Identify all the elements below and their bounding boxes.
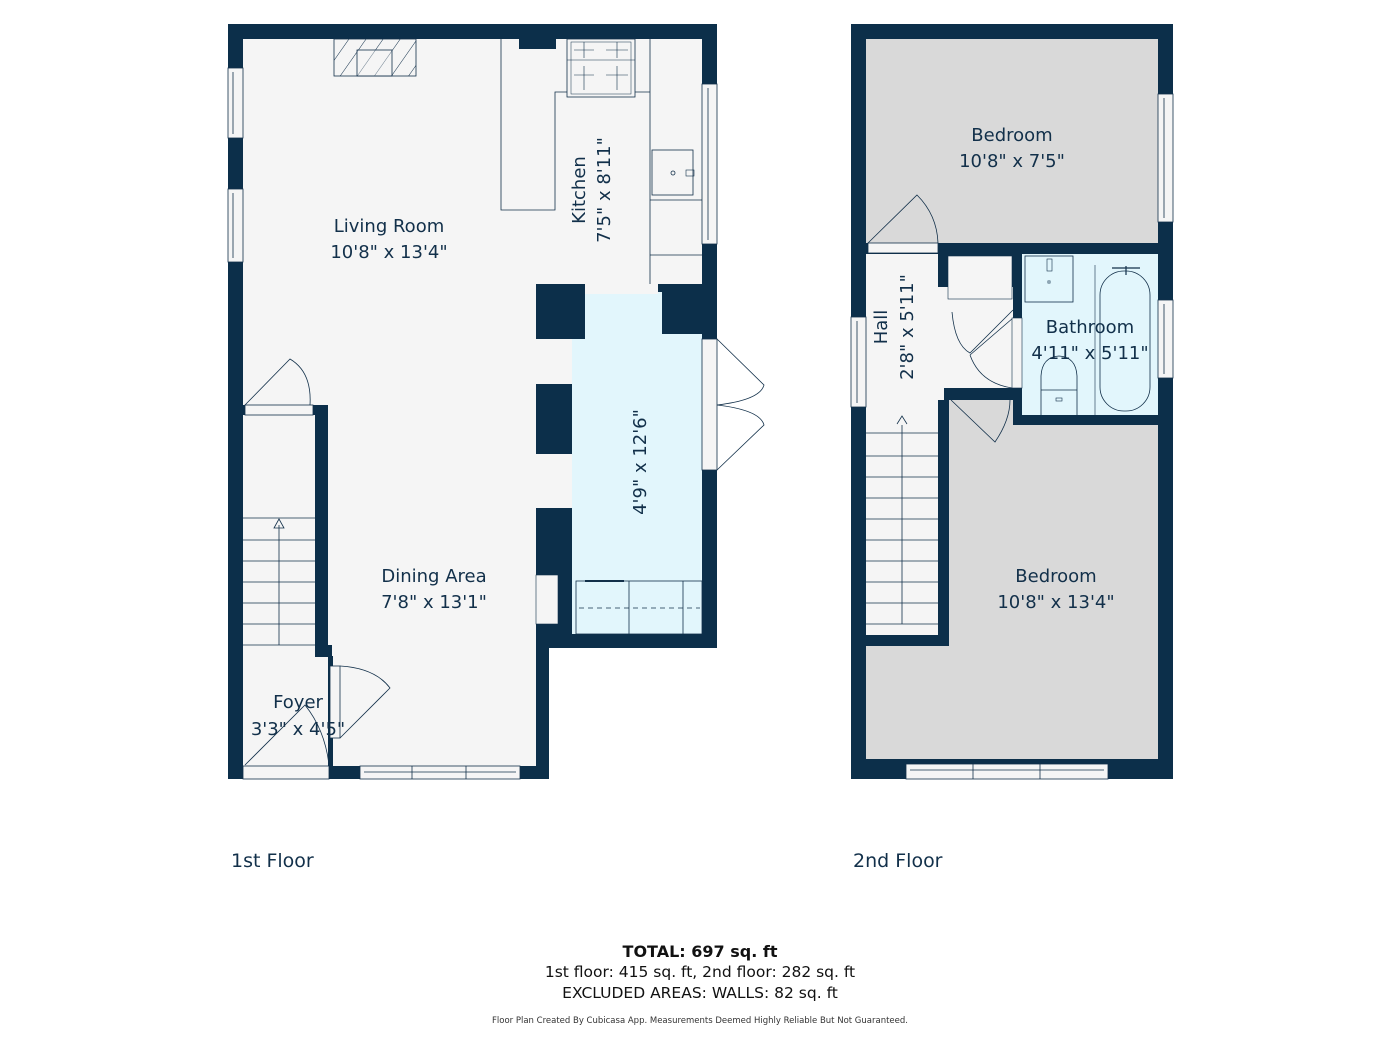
front-door-icon [242,704,330,780]
bedroom-bottom-name: Bedroom [1015,566,1096,587]
dining-area-name: Dining Area [381,566,486,587]
stair-door-icon [244,358,314,416]
excluded-areas: EXCLUDED AREAS: WALLS: 82 sq. ft [562,984,838,1002]
staircase-icon [866,415,938,625]
living-room-name: Living Room [334,216,445,237]
bathroom-name: Bathroom [1046,317,1134,338]
bedroom-door-icon [867,194,939,254]
fireplace-icon [333,38,417,77]
kitchen-sink-icon [651,149,695,196]
foyer-floor [243,645,330,766]
foyer-name: Foyer [273,692,323,713]
bathroom-dims: 4'11" x 5'11" [1031,343,1148,364]
kitchen-dims: 7'5" x 8'11" [594,137,615,243]
bedroom-bottom-floor [866,400,1158,759]
living-room-dims: 10'8" x 13'4" [330,242,447,263]
bedroom-top-name: Bedroom [971,125,1052,146]
bedroom-top-dims: 10'8" x 7'5" [959,151,1065,172]
bathtub-icon [1099,266,1151,412]
kitchen-counter [500,39,651,284]
bathroom-sink-icon [1024,255,1074,303]
dining-area-dims: 7'8" x 13'1" [381,592,487,613]
second-floor-label: 2nd Floor [853,850,943,872]
utility-cabinets [575,580,703,635]
toilet-icon [1040,355,1078,415]
living-dining-floor [243,39,702,766]
second-floor-plan: Bedroom 10'8" x 7'5" Hall 2'8" x 5'11" B… [850,24,1174,780]
bedroom-bottom-dims: 10'8" x 13'4" [997,592,1114,613]
foyer-dims: 3'3" x 4'5" [251,719,345,740]
utility-room-dims: 4'9" x 12'6" [630,409,651,515]
first-floor-plan: Living Room 10'8" x 13'4" Kitchen 7'5" x… [227,24,765,780]
foyer-door-icon [329,665,391,739]
utility-room-floor [572,292,702,634]
disclaimer: Floor Plan Created By Cubicasa App. Meas… [492,1016,908,1026]
floor-areas: 1st floor: 415 sq. ft, 2nd floor: 282 sq… [544,963,856,981]
stove-icon [566,38,636,98]
hall-name: Hall [871,310,892,345]
bedroom-top-floor [866,39,1158,243]
bathroom-floor [1022,254,1158,415]
hall-dims: 2'8" x 5'11" [897,274,918,380]
kitchen-name: Kitchen [569,156,590,224]
double-door-icon [701,338,765,471]
first-floor-label: 1st Floor [231,850,314,872]
staircase-icon [243,517,315,646]
total-area: TOTAL: 697 sq. ft [622,942,778,961]
